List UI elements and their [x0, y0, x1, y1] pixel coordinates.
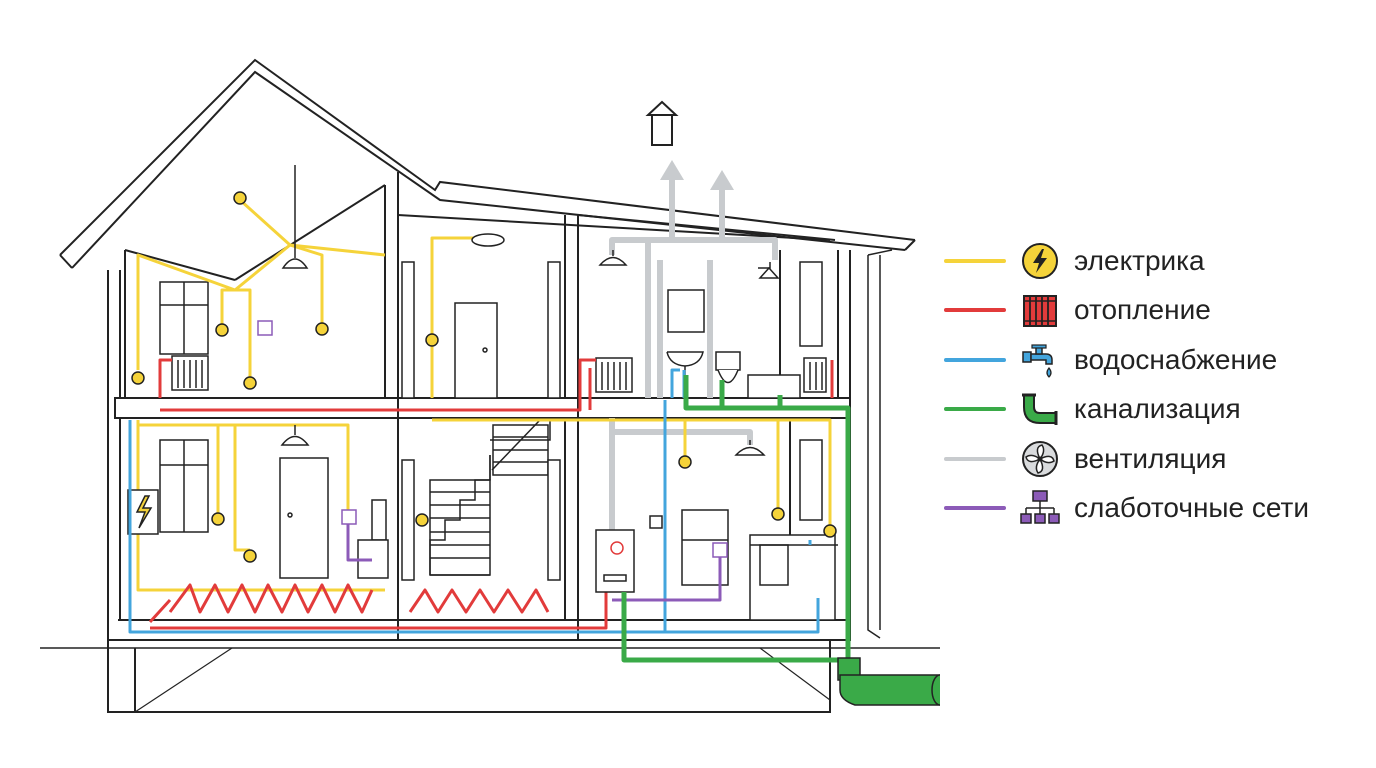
legend-label-heating: отопление: [1074, 294, 1211, 326]
legend-item-lowcurrent: слаботочные сети: [944, 484, 1364, 534]
sewage-main-pipe: [837, 657, 940, 706]
legend-label-electric: электрика: [1074, 244, 1205, 276]
legend: электрика отопление водоснабжение канали…: [944, 236, 1364, 533]
legend-item-electric: электрика: [944, 236, 1364, 286]
network-sockets: [257, 320, 728, 558]
windows: [159, 261, 823, 533]
legend-label-ventilation: вентиляция: [1074, 442, 1227, 474]
legend-item-heating: отопление: [944, 286, 1364, 336]
sockets: [131, 191, 837, 563]
ceiling-lamps: [280, 165, 766, 456]
legend-item-ventilation: вентиляция: [944, 434, 1364, 484]
doors: [279, 261, 561, 581]
lowcurrent-lines: [346, 518, 722, 602]
radiator-icon: [1023, 295, 1057, 328]
legend-line-water: [944, 357, 1006, 362]
drainpipe: [867, 249, 893, 639]
boiler: [595, 529, 635, 593]
sewer-pipe-icon: [1022, 393, 1058, 426]
fan-icon: [1022, 440, 1058, 477]
legend-line-electric: [944, 258, 1006, 263]
ventilation-lines: [609, 180, 778, 590]
roof-vent: [645, 100, 679, 146]
legend-item-sewage: канализация: [944, 385, 1364, 435]
house-diagram: [40, 58, 940, 713]
ventilation-arrows: [660, 160, 734, 190]
legend-item-water: водоснабжение: [944, 335, 1364, 385]
heating-lines: [148, 358, 834, 630]
electric-lines: [136, 198, 832, 592]
legend-line-sewage: [944, 407, 1006, 412]
sewage-lines: [621, 375, 851, 663]
network-icon: [1020, 490, 1060, 524]
legend-line-lowcurrent: [944, 506, 1006, 511]
legend-line-ventilation: [944, 456, 1006, 461]
legend-label-sewage: канализация: [1074, 393, 1241, 425]
lightning-icon: [1022, 242, 1058, 279]
staircase: [429, 419, 551, 576]
electric-panel: [127, 489, 159, 535]
legend-label-lowcurrent: слаботочные сети: [1074, 492, 1310, 524]
legend-label-water: водоснабжение: [1074, 343, 1278, 375]
radiators: [171, 355, 827, 393]
water-tap-icon: [1022, 344, 1053, 378]
foundation: [107, 640, 831, 713]
legend-line-heating: [944, 308, 1006, 313]
